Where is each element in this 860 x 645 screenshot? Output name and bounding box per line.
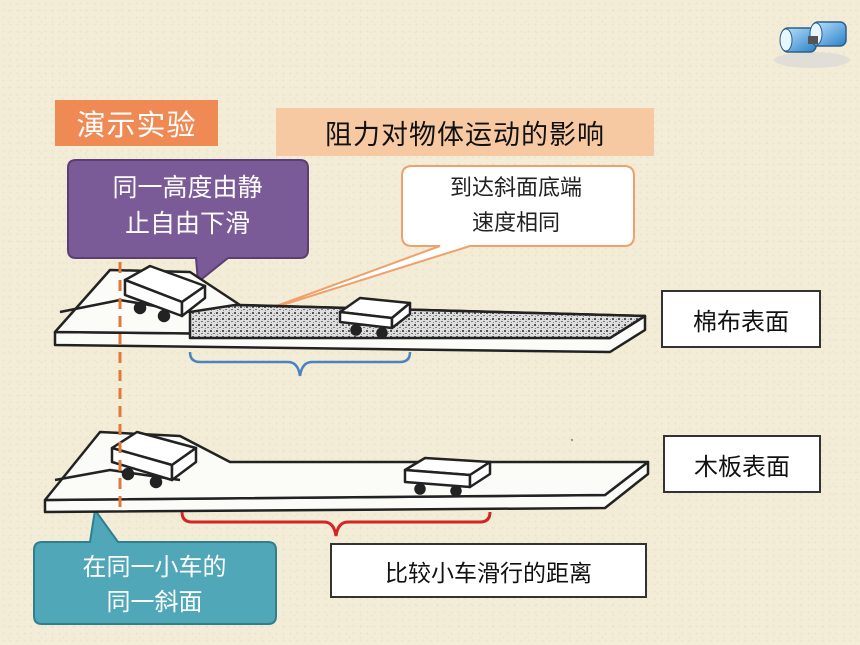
- wood-distance-brace: [180, 511, 492, 537]
- binoculars-icon: [774, 21, 850, 68]
- teal-callout-text: 在同一小车的 同一斜面: [38, 550, 271, 620]
- orange-callout-text: 到达斜面底端 速度相同: [402, 171, 630, 241]
- purple-callout-line-2: 止自由下滑: [124, 209, 250, 239]
- cotton-distance-brace: [188, 351, 412, 377]
- orange-callout-line-2: 速度相同: [471, 211, 560, 237]
- compare-distance-label: 比较小车滑行的距离: [330, 543, 647, 598]
- teal-callout-line-2: 同一斜面: [106, 587, 203, 616]
- upper-car-on-cloth: [338, 296, 412, 339]
- teal-callout-line-1: 在同一小车的: [82, 553, 227, 581]
- page-title: 阻力对物体运动的影响: [276, 108, 654, 156]
- wood-surface-label: 木板表面: [663, 435, 821, 493]
- lower-car-on-slope: [110, 430, 198, 489]
- cotton-surface-label: 棉布表面: [661, 290, 821, 348]
- teal-callout-bubble: [33, 507, 277, 625]
- purple-callout-line-1: 同一高度由静: [112, 173, 263, 202]
- upper-car-on-slope: [123, 264, 207, 323]
- stray-dot: [570, 438, 574, 442]
- purple-callout-bubble: [67, 159, 309, 284]
- lower-car-on-board: [403, 456, 492, 497]
- orange-callout-bubble: [259, 165, 635, 313]
- orange-callout-line-1: 到达斜面底端: [449, 176, 582, 201]
- purple-callout-text: 同一高度由静 止自由下滑: [70, 170, 305, 243]
- demo-experiment-tag: 演示实验: [55, 100, 218, 146]
